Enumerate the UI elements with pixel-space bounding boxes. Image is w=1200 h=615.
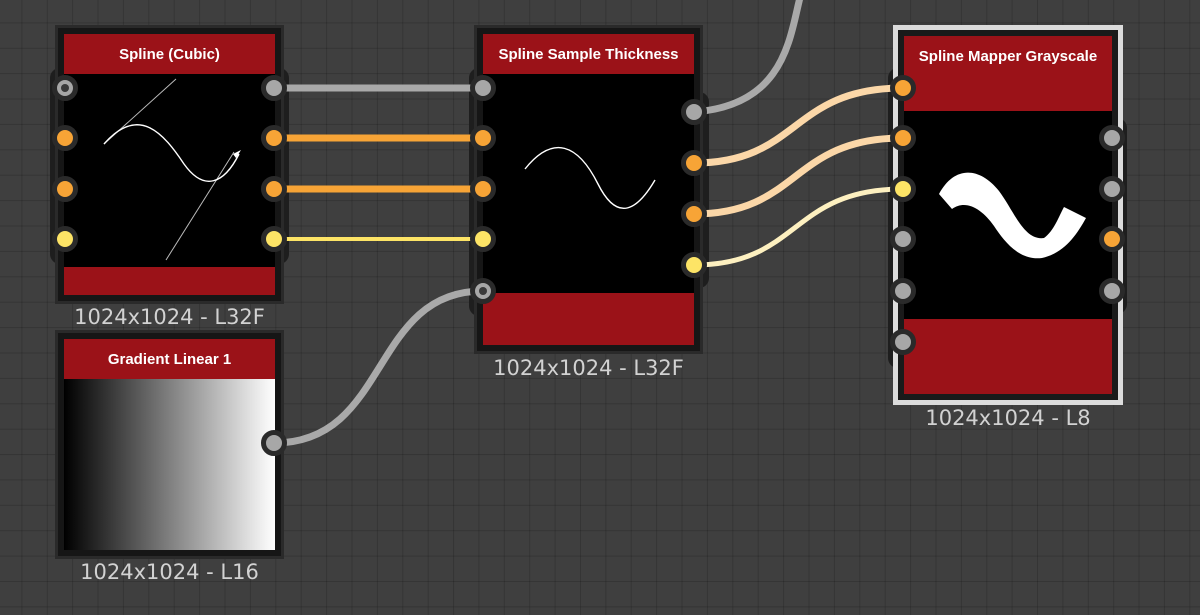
node-title[interactable]: Spline Sample Thickness [483,34,694,74]
input-port-1[interactable] [52,125,78,151]
node-footer [64,267,275,295]
input-port-2[interactable] [470,176,496,202]
output-port-1[interactable] [1099,125,1125,151]
node-resolution-label: 1024x1024 - L32F [493,356,684,380]
output-port-1[interactable] [261,125,287,151]
input-port-2[interactable] [52,176,78,202]
node-resolution-label: 1024x1024 - L32F [74,305,265,329]
thickness-curve-preview [524,147,656,210]
input-port-1[interactable] [470,125,496,151]
output-port-1[interactable] [681,150,707,176]
node-spline-cubic[interactable]: Spline (Cubic) [55,25,284,304]
node-preview [64,74,275,267]
gradient-preview [64,379,275,550]
output-port-3[interactable] [681,252,707,278]
output-port-3[interactable] [1099,226,1125,252]
input-port-thickness[interactable] [470,278,496,304]
input-port-2[interactable] [890,125,916,151]
node-preview [904,111,1112,319]
input-port-3[interactable] [890,176,916,202]
node-title[interactable]: Spline (Cubic) [64,34,275,74]
gradient-output-port[interactable] [261,430,287,456]
wire-thickness-to-offscreen [693,0,803,116]
node-preview [483,74,694,293]
output-port-2[interactable] [681,201,707,227]
node-footer [904,319,1112,394]
node-gradient-linear[interactable]: Gradient Linear 1 [55,330,284,559]
node-spline-sample-thickness[interactable]: Spline Sample Thickness [474,25,703,354]
node-resolution-label: 1024x1024 - L8 [925,406,1091,430]
wire-thickness-to-mapper-1 [693,84,904,167]
input-port-spline[interactable] [470,75,496,101]
node-footer [483,293,694,345]
node-resolution-label: 1024x1024 - L16 [80,560,259,584]
gradient-image [64,379,275,550]
input-port-spline[interactable] [52,75,78,101]
wire-thickness-to-mapper-3 [693,186,904,268]
output-port-4[interactable] [1099,278,1125,304]
output-port-2[interactable] [1099,176,1125,202]
output-port-2[interactable] [261,176,287,202]
input-port-1[interactable] [890,75,916,101]
input-port-4[interactable] [890,226,916,252]
mapper-shape-preview [939,172,1086,259]
node-title[interactable]: Spline Mapper Grayscale [904,36,1112,76]
wire-thickness-to-mapper-2 [693,134,904,218]
spline-curve-preview [103,78,241,261]
output-port-3[interactable] [261,226,287,252]
node-spline-mapper-grayscale[interactable]: Spline Mapper Grayscale [893,25,1123,405]
wire-gradient-to-thickness [273,287,484,447]
output-port-spline[interactable] [261,75,287,101]
node-title[interactable]: Gradient Linear 1 [64,339,275,379]
input-port-3[interactable] [470,226,496,252]
input-port-6[interactable] [890,329,916,355]
input-port-3[interactable] [52,226,78,252]
output-port-spline[interactable] [681,99,707,125]
input-port-5[interactable] [890,278,916,304]
node-header-band [904,76,1112,111]
